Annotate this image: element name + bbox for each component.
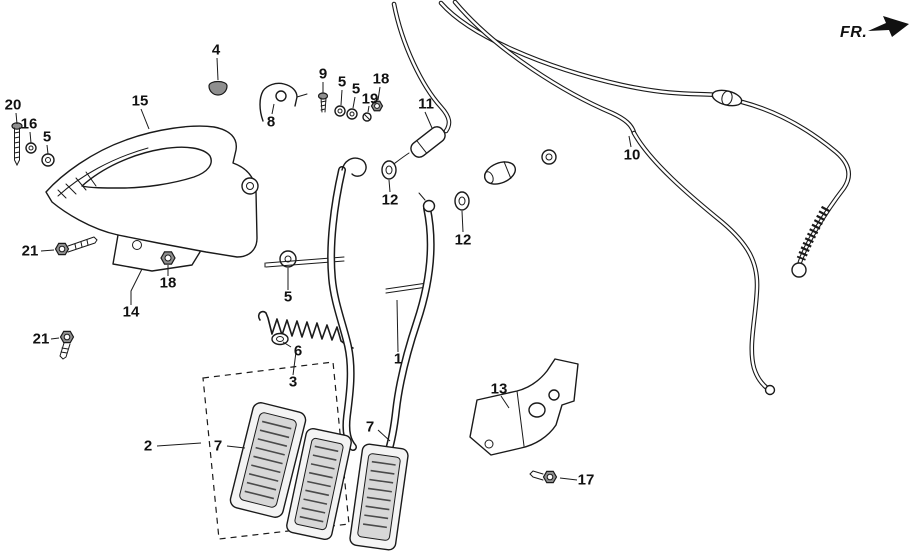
grommet-12-right [454, 191, 470, 211]
cap-4 [208, 80, 228, 96]
part-callout-18: 18 [159, 274, 177, 292]
spare-pad-outline [202, 361, 350, 540]
nut-18-lower [160, 251, 176, 265]
cable-connector [711, 89, 743, 107]
part-callout-9: 9 [318, 65, 328, 83]
mounting-bolt-21-lower [59, 330, 75, 360]
part-callout-5: 5 [337, 73, 347, 91]
clip-8 [259, 82, 308, 122]
part-callout-5: 5 [42, 128, 52, 146]
cable-sheath-coil [796, 205, 830, 261]
lock-washer-19 [362, 112, 372, 122]
cable-end-fitting [381, 1, 452, 180]
pedal-pad-right [349, 443, 409, 551]
bracket-pivot-hole [241, 177, 259, 195]
part-callout-14: 14 [122, 303, 140, 321]
part-callout-5: 5 [283, 288, 293, 306]
pedal-pad-left [229, 402, 307, 518]
cable-cylinder [483, 161, 517, 185]
cable-end-loop [791, 262, 807, 278]
bolt-17 [529, 470, 558, 484]
part-callout-8: 8 [266, 113, 276, 131]
fr-direction-label: FR. [840, 24, 868, 41]
part-callout-20: 20 [4, 96, 22, 114]
washer-5-left [41, 153, 55, 167]
part-callout-2: 2 [143, 437, 153, 455]
grommet-12-left [381, 160, 397, 180]
washer-5-top-a [334, 105, 346, 117]
pivot-washer-5 [279, 250, 297, 268]
cable-end-tip [764, 384, 776, 396]
washer-5-top-b [346, 108, 358, 120]
cable-ring [541, 149, 557, 165]
cable-joint-parts [454, 149, 557, 211]
part-callout-12: 12 [381, 191, 399, 209]
part-callout-21: 21 [21, 242, 39, 260]
bolt-20 [11, 122, 23, 167]
part-callout-19: 19 [361, 90, 379, 108]
part-callout-7: 7 [365, 418, 375, 436]
part-callout-10: 10 [623, 146, 641, 164]
bushing-6 [271, 332, 289, 346]
part-callout-1: 1 [393, 350, 403, 368]
mounting-bolt-21-upper [54, 236, 98, 256]
pedal-arm-middle [327, 157, 367, 451]
part-callout-6: 6 [293, 342, 303, 360]
fr-arrow-icon [868, 16, 909, 37]
part-callout-12: 12 [454, 231, 472, 249]
throttle-cable [438, 0, 851, 278]
part-callout-16: 16 [20, 115, 38, 133]
part-callout-7: 7 [213, 437, 223, 455]
accelerator-cable [452, 0, 776, 396]
part-callout-21: 21 [32, 330, 50, 348]
pedal-bracket [45, 125, 259, 272]
mount-bracket-13 [469, 358, 579, 456]
part-callout-5: 5 [351, 80, 361, 98]
part-callout-17: 17 [577, 471, 595, 489]
part-callout-13: 13 [490, 380, 508, 398]
part-callout-11: 11 [418, 95, 434, 113]
nut-18-top [370, 100, 384, 112]
part-callout-15: 15 [131, 92, 149, 110]
part-callout-4: 4 [211, 41, 221, 59]
part-callout-3: 3 [288, 373, 298, 391]
pedal-pad-middle [286, 427, 352, 541]
pedal-arm-accelerator [384, 192, 436, 457]
part-callout-18: 18 [372, 70, 390, 88]
leader-lines [15, 57, 632, 481]
